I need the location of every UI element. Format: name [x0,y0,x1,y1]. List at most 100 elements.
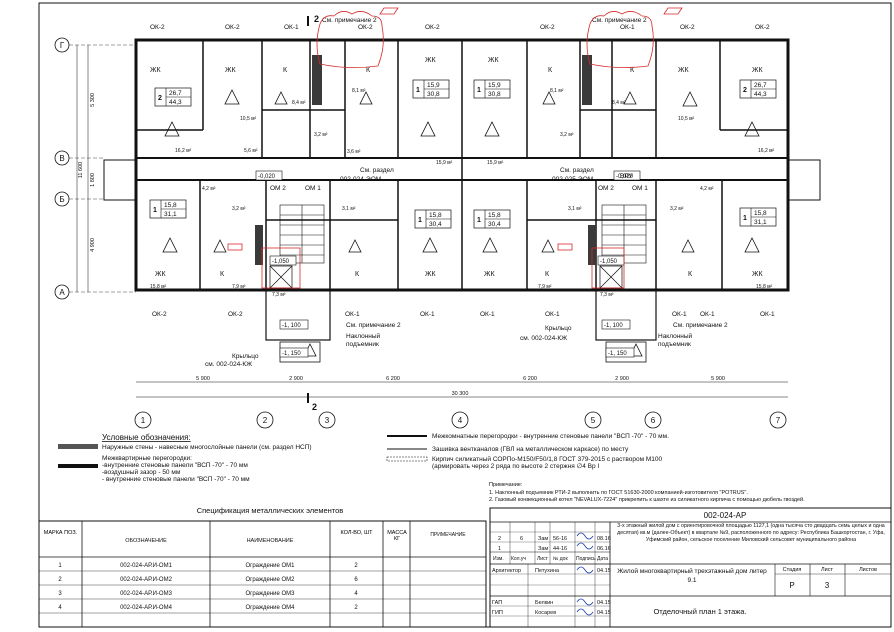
room-code: К [630,67,635,74]
apartment-total: 31,1 [164,211,177,218]
spec-cell: Ограждение ОМ2 [245,577,295,583]
note-line: 2. Газовый конвекционный котел "NEVALUX-… [489,496,805,503]
spec-cell: 002-024-АР.И-ОМ3 [120,591,173,597]
room-area: 3,2 м² [670,206,684,212]
spec-title: Спецификация металлических элементов [197,506,344,515]
window-label: ОК-2 [540,24,555,31]
apartment-living: 26,7 [754,82,767,89]
spec-table: Спецификация металлических элементов МАР… [38,506,487,628]
axis-col-label: 7 [776,416,781,425]
finish-triangles [162,89,760,357]
legend-item: Межкомнатные перегородки - внутренние ст… [432,433,669,440]
krylco-label: Крыльцо [545,325,572,332]
notes-title: Примечание: [489,482,523,488]
podemnik-label: подъемник [346,341,379,348]
room-area: 15,8 м² [150,284,167,290]
stage-header: Листов [859,567,877,573]
apartment-rooms: 1 [153,207,157,214]
room-code: К [545,271,550,278]
note-callout: См. примечание 2 [322,17,377,24]
dim-label: 5 300 [90,93,96,107]
drawing-title: Отделочный план 1 этажа. [653,607,746,616]
window-label: ОК-2 [755,24,770,31]
room-code: ЖК [678,67,689,74]
room-area: 3,1 м² [342,206,356,212]
window-label: ОК-2 [228,311,243,318]
legend-item: Межквартирные перегородки: [102,455,192,462]
signatures [576,532,594,616]
spec-cell: 002-024-АР.И-ОМ4 [120,605,173,611]
window-label: ОК-2 [225,24,240,31]
stage-header: Стадия [783,567,802,573]
apartment-total: 30,4 [429,221,442,228]
room-area: 3,2 м² [232,206,246,212]
apartment-tag: 1 15,9 30,8 [473,79,511,99]
legend-title: Условные обозначения: [102,433,191,442]
spec-rows: 1 002-024-АР.И-ОМ1 Ограждение ОМ1 2 2 00… [58,563,358,611]
signature [576,566,594,574]
room-area: 15,9 м² [487,160,504,166]
title-block: 002-024-АР 2 6 Зам 56-16 08.16 1 Зам [489,507,892,628]
razdel-callout: См. раздел [560,167,594,174]
legend-item: -внутренние стеновые панели "ВСП -70" - … [102,462,248,469]
rev-cell: 2 [498,536,501,542]
rev-cell: 56-16 [553,536,567,542]
right-vestibule [787,159,821,201]
room-code: К [366,67,371,74]
sign-date: 04.15 [597,610,611,616]
apartment-living: 15,8 [429,212,442,219]
apartment-total: 44,3 [754,91,767,98]
podemnik-label: Наклонный [658,332,693,340]
window-label: ОК-1 [480,311,495,318]
room-area: 15,8 м² [756,284,773,290]
room-area: 3,2 м² [560,132,574,138]
room-area: 8,4 м² [292,100,306,106]
apartment-tags: 2 26,7 44,3 1 15,9 30,8 1 15,9 30,8 [149,79,777,229]
om-mark: ОМ 1 [632,185,648,192]
left-dimensions: 5 300 1 800 11 600 4 900 [76,45,96,292]
window-label: ОК-1 [420,311,435,318]
spec-cell: Ограждение ОМ4 [245,605,295,611]
apartment-rooms: 2 [743,87,747,94]
om-mark: ОМ 1 [305,185,321,192]
object-name: Жилой многоквартирный трехэтажный дом ли… [617,568,767,584]
rev-cell: 1 [498,546,501,552]
apartment-living: 15,8 [754,210,767,217]
room-area: 3,6 м² [347,149,361,155]
apartment-tag: 1 15,8 30,4 [414,209,452,229]
axis-col-label: 6 [651,416,656,425]
room-area: 3,1 м² [568,206,582,212]
window-label: ОК-1 [700,311,715,318]
razdel-callout: См. раздел [360,167,394,174]
om-mark: ОМ 2 [598,185,614,192]
axis-row-label: Г [60,41,65,50]
axis-cols: 1 2 3 4 5 6 7 [134,411,787,429]
person-name: Петухина [535,568,560,574]
apartment-living: 15,8 [164,202,177,209]
level-mark: -1, 100 [282,323,301,329]
table-row: 4 002-024-АР.И-ОМ4 Ограждение ОМ4 2 [58,605,358,611]
apartment-tag: 1 15,8 30,4 [473,209,511,229]
table-row: 2 002-024-АР.И-ОМ2 Ограждение ОМ2 6 [58,577,358,583]
legend: Условные обозначения: Наружные стены - н… [58,433,669,483]
apartment-tag: 1 15,9 30,8 [412,79,450,99]
spec-cell: 002-024-АР.И-ОМ1 [120,563,173,569]
room-area: 10,5 м² [678,116,695,122]
podemnik-label: Наклонный [346,332,381,340]
plan-callouts: См. примечание 2 См. примечание 2 См. ра… [205,17,728,368]
window-label: ОК-1 [672,311,687,318]
role-label: ГИП [492,610,503,616]
level-mark: -1, 150 [282,351,301,357]
krylco-ref: см. 002-024-КЖ [520,335,567,342]
rev-header: № док [553,556,568,562]
room-code: К [688,271,693,278]
dim-label: 6 200 [523,376,537,382]
axis-col-label: 3 [325,416,330,425]
sheet-number: 3 [825,581,830,590]
stair-left [279,204,325,264]
level-mark: -0,020 [258,174,276,180]
room-code: ЖК [425,57,436,64]
vent-shafts [255,55,596,265]
apartment-tag: 1 15,8 31,1 [149,199,187,219]
legend-item: - внутренние стеновые панели "ВСП -70" -… [102,476,250,483]
